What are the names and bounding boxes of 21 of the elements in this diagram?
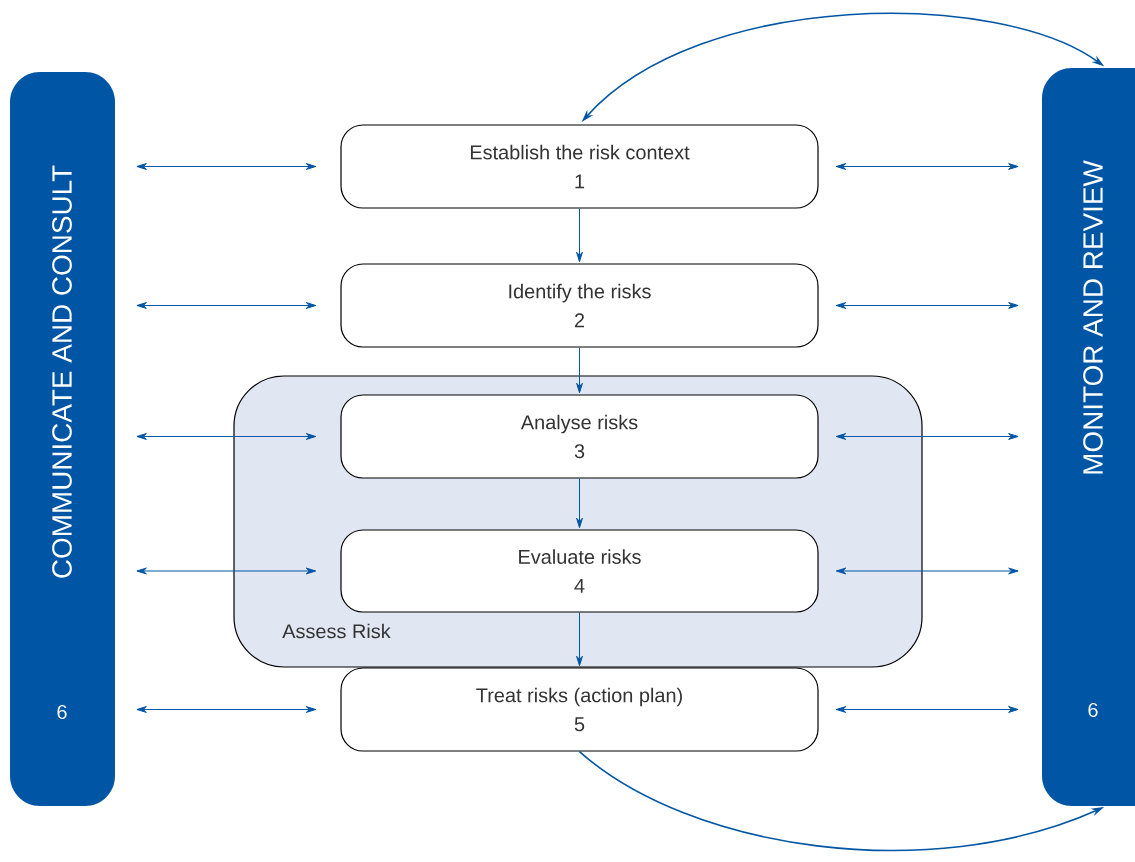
process-box: Analyse risks 3 bbox=[340, 394, 819, 479]
arrow bbox=[576, 478, 583, 529]
side-band: MONITOR AND REVIEW 6 bbox=[1042, 68, 1135, 806]
side-band: COMMUNICATE AND CONSULT 6 bbox=[10, 72, 115, 806]
arrow bbox=[136, 163, 317, 170]
arrow bbox=[835, 706, 1019, 713]
arrow bbox=[835, 163, 1019, 170]
arrow bbox=[835, 302, 1019, 309]
process-box: Evaluate risks 4 bbox=[340, 529, 819, 613]
arrow bbox=[136, 302, 317, 309]
arrow bbox=[576, 612, 583, 667]
arrow bbox=[136, 567, 317, 575]
process-box: Identify the risks 2 bbox=[340, 263, 819, 348]
process-box: Treat risks (action plan) 5 bbox=[340, 667, 819, 752]
process-box: Establish the risk context 1 bbox=[340, 124, 819, 209]
arrow bbox=[136, 433, 317, 440]
arrow bbox=[576, 347, 583, 394]
arrow bbox=[136, 706, 317, 713]
arrow bbox=[576, 208, 583, 263]
arrow bbox=[835, 567, 1019, 575]
arrow bbox=[835, 433, 1019, 440]
